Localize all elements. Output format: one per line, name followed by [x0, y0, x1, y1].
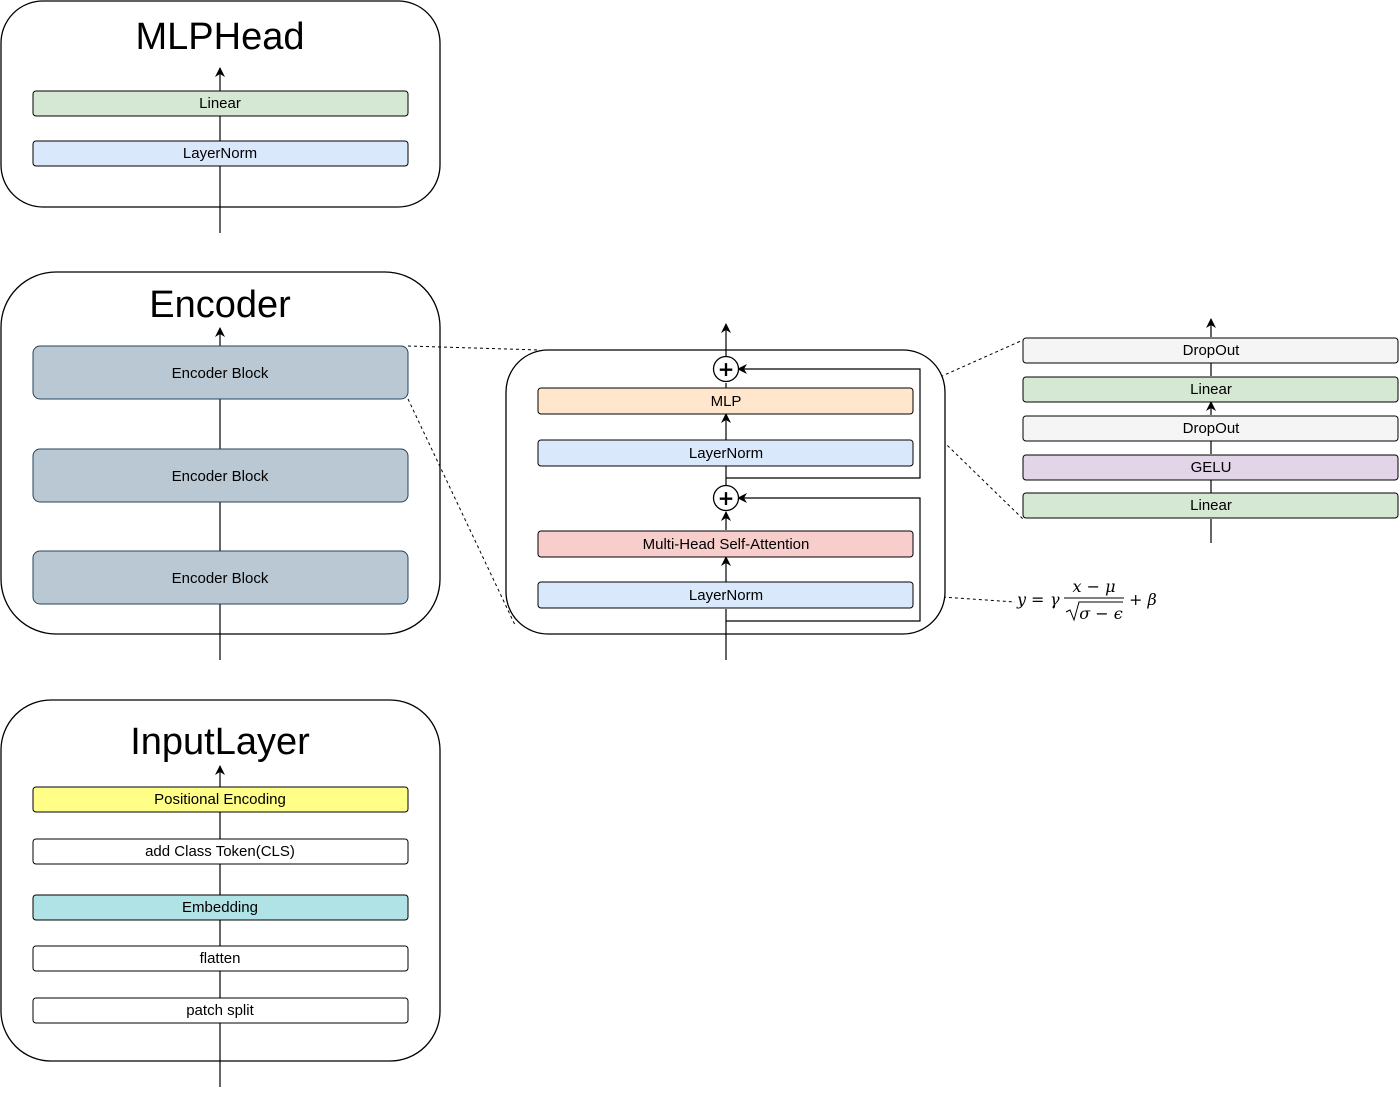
equation-numerator: x − μ [1073, 577, 1116, 596]
layer-label: Linear [1190, 497, 1232, 514]
layer-label: Encoder Block [172, 365, 269, 382]
layer-label: Encoder Block [172, 468, 269, 485]
layer-label: GELU [1191, 459, 1232, 476]
patch-split-layer: patch split [32, 997, 409, 1024]
layer-box [32, 838, 409, 865]
layer-box [1022, 376, 1399, 403]
layer-box [1022, 454, 1399, 481]
layer-label: patch split [186, 1002, 254, 1019]
mlp-detail: DropOut Linear DropOut GELU Linear [1022, 318, 1399, 543]
layer-box [537, 581, 914, 609]
layer-label: DropOut [1183, 342, 1241, 359]
block-layernorm-lower: LayerNorm [537, 581, 914, 609]
mlp-dropout-middle: DropOut [1022, 415, 1399, 442]
layer-box [1022, 415, 1399, 442]
layer-label: Positional Encoding [154, 791, 286, 808]
residual-connection-mlp [726, 364, 921, 479]
equation-plus-beta: + β [1129, 590, 1157, 609]
layer-box [537, 530, 914, 558]
equation-denominator: σ − ϵ [1079, 604, 1123, 623]
block-attention-layer: Multi-Head Self-Attention [537, 530, 914, 558]
layer-label: LayerNorm [689, 445, 763, 462]
encoder-panel: Encoder Encoder Block Encoder Block Enco… [0, 271, 441, 660]
layer-box [32, 345, 409, 400]
mlp-head-layernorm-layer: LayerNorm [32, 140, 409, 167]
residual-connection-attention [726, 493, 921, 622]
mlp-head-title: MLPHead [136, 16, 305, 58]
layer-box [32, 140, 409, 167]
sqrt-icon [1065, 601, 1123, 622]
equation-y: y [1016, 590, 1027, 609]
add-node-upper: + [712, 355, 740, 383]
mlp-head-panel: MLPHead Linear LayerNorm [0, 0, 441, 233]
input-layer-panel: InputLayer Positional Encoding add Class… [0, 699, 441, 1087]
mlp-gelu: GELU [1022, 454, 1399, 481]
layer-label: LayerNorm [689, 587, 763, 604]
equation-gamma: γ [1050, 590, 1060, 609]
add-node-lower: + [712, 484, 740, 512]
plus-icon: + [718, 357, 735, 381]
layer-box [32, 945, 409, 972]
layer-box [537, 439, 914, 467]
layer-box [32, 997, 409, 1024]
layernorm-equation: y = γ x − μ σ − ϵ + β [1016, 577, 1157, 623]
layer-box [1022, 337, 1399, 364]
equation-equals: = [1031, 590, 1044, 609]
layer-box [32, 448, 409, 503]
flatten-layer: flatten [32, 945, 409, 972]
layer-box [32, 786, 409, 813]
encoder-title: Encoder [149, 284, 291, 326]
mlp-linear-bottom: Linear [1022, 492, 1399, 519]
block-layernorm-upper: LayerNorm [537, 439, 914, 467]
layer-label: DropOut [1183, 420, 1241, 437]
input-layer-title: InputLayer [130, 721, 310, 763]
layer-label: Embedding [182, 899, 258, 916]
block-mlp-layer: MLP [537, 387, 914, 415]
class-token-layer: add Class Token(CLS) [32, 838, 409, 865]
mlp-head-linear-layer: Linear [32, 90, 409, 117]
positional-encoding-layer: Positional Encoding [32, 786, 409, 813]
layer-label: flatten [200, 950, 241, 967]
embedding-layer: Embedding [32, 894, 409, 921]
mlp-linear-top: Linear [1022, 376, 1399, 403]
layer-label: Linear [1190, 381, 1232, 398]
add-node-circle [712, 355, 740, 383]
layer-label: LayerNorm [183, 145, 257, 162]
layer-box [32, 90, 409, 117]
mlp-dropout-top: DropOut [1022, 337, 1399, 364]
encoder-zoom-line-top [407, 345, 541, 351]
add-node-circle [712, 484, 740, 512]
layer-label: Encoder Block [172, 570, 269, 587]
layernorm-equation-line [912, 594, 1016, 603]
encoder-block-1: Encoder Block [32, 345, 409, 400]
layer-label: Linear [199, 95, 241, 112]
layer-box [537, 387, 914, 415]
layer-box [1022, 492, 1399, 519]
layer-label: add Class Token(CLS) [145, 843, 295, 860]
layer-box [32, 894, 409, 921]
layer-box [32, 550, 409, 605]
layer-label: MLP [711, 393, 742, 410]
encoder-block-detail: MLP LayerNorm Multi-Head Self-Attention … [505, 323, 946, 660]
plus-icon: + [718, 486, 735, 510]
encoder-block-2: Encoder Block [32, 448, 409, 503]
encoder-block-3: Encoder Block [32, 550, 409, 605]
layer-label: Multi-Head Self-Attention [643, 536, 810, 553]
